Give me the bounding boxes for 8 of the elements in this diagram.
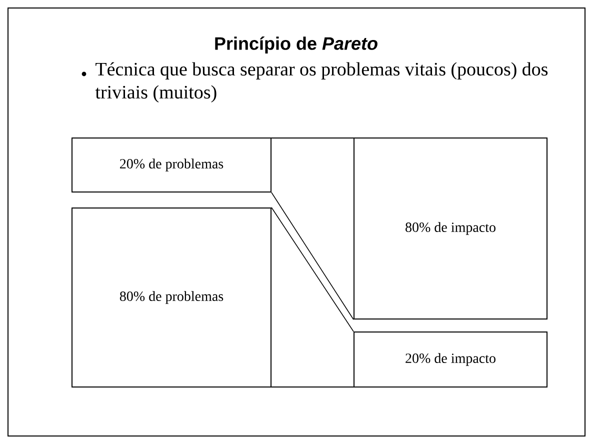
text-box: 80% de impacto [354, 138, 548, 320]
connector-line [271, 207, 354, 332]
text-box: 20% de impacto [354, 332, 548, 388]
bullet-text: Técnica que busca separar os problemas vitais (poucos) dos triviais (muitos) [95, 62, 548, 102]
title: Princípio de Pareto [215, 36, 378, 54]
connector-line [271, 192, 354, 320]
text-box: 20% de problemas [72, 138, 272, 192]
text-box: 80% de problemas [72, 208, 272, 388]
